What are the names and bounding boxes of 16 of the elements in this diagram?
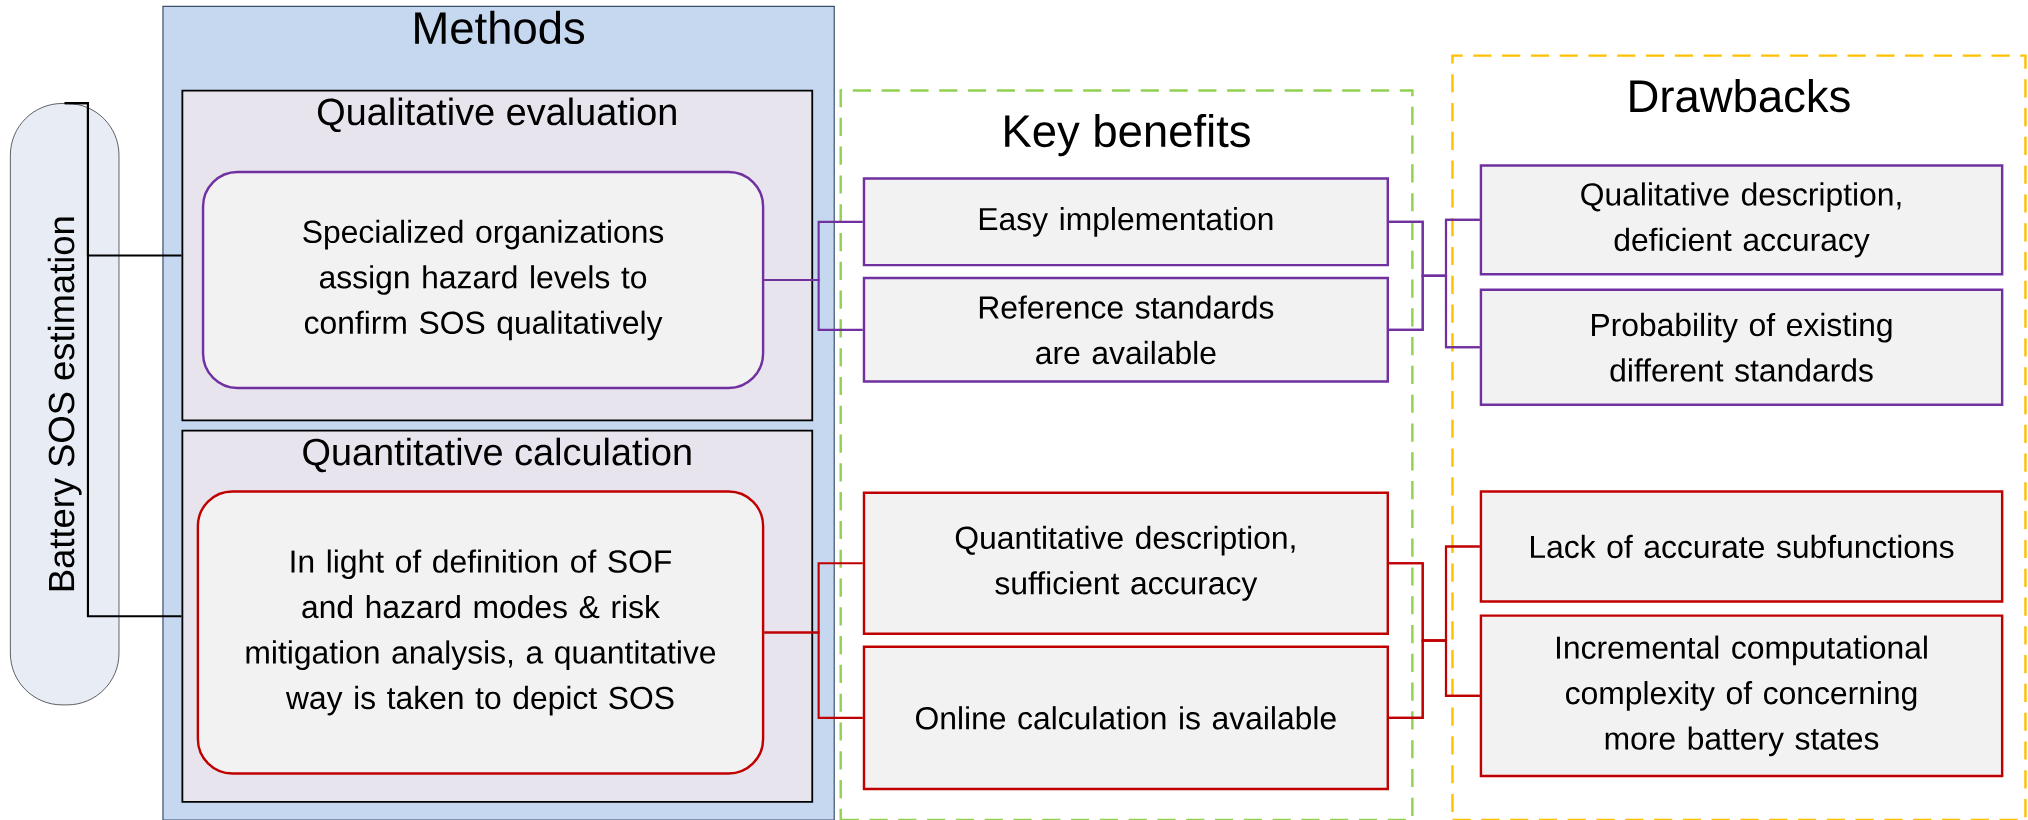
text-box: Online calculation is available xyxy=(862,645,1389,791)
description-box: In light of definition of SOF and hazard modes & risk mitigation analysis, a quantitative way is taken to depict SOS xyxy=(196,490,765,775)
text-box: Probability of existing different standards xyxy=(1479,288,2004,407)
text-box: Lack of accurate subfunctions xyxy=(1479,490,2004,603)
text-box: Reference standards are available xyxy=(862,276,1389,383)
description-box: Specialized organizations assign hazard levels to confirm SOS qualitatively xyxy=(201,170,765,390)
connector-line xyxy=(1389,639,1480,719)
text-box: Easy implementation xyxy=(862,177,1389,267)
connector-line xyxy=(64,102,182,618)
text-box: Qualitative description, deficient accuracy xyxy=(1479,164,2004,276)
text-box: Quantitative description, sufficient accuracy xyxy=(862,491,1389,635)
root-box: Battery SOS estimation xyxy=(10,103,120,706)
connector-line xyxy=(1389,274,1480,349)
text-box: Incremental computational complexity of concerning more battery states xyxy=(1479,614,2004,778)
connector-line xyxy=(764,631,863,719)
connector-line xyxy=(764,278,863,331)
